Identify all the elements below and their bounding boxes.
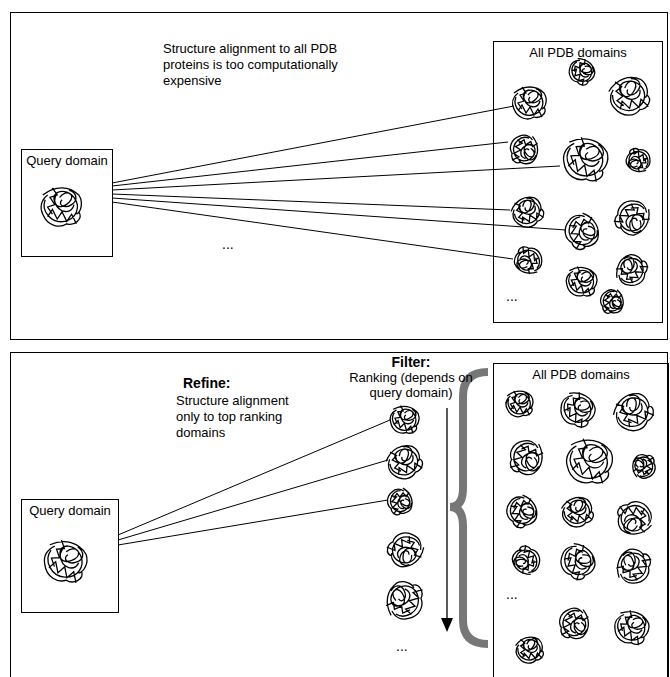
query-box: Query domain	[21, 499, 119, 613]
box-label: All PDB domains	[494, 367, 668, 383]
box-label: Query domain	[22, 153, 112, 169]
step-text: Structure alignment only to top ranking …	[176, 393, 311, 441]
panel-frame: Refine: Structure alignment only to top r…	[10, 352, 668, 677]
step-heading: Filter:	[341, 354, 481, 370]
alignment-lines	[112, 106, 566, 545]
database-box: All PDB domains	[493, 41, 663, 323]
ellipsis-label: ...	[506, 586, 518, 602]
panel-frame: Structure alignment to all PDB proteins …	[10, 12, 668, 340]
step-heading: Refine:	[183, 375, 253, 391]
database-box: All PDB domains	[493, 363, 669, 677]
ellipsis-label: ...	[396, 638, 408, 654]
bracket	[450, 372, 488, 644]
caption-text: Structure alignment to all PDB proteins …	[163, 41, 341, 89]
ellipsis-label: ...	[222, 236, 234, 252]
box-label: All PDB domains	[494, 45, 662, 61]
step-text: Ranking (depends on query domain)	[341, 370, 481, 400]
box-label: Query domain	[22, 503, 118, 519]
ellipsis-label: ...	[506, 288, 518, 304]
ranking-arrow	[441, 408, 453, 632]
query-box: Query domain	[21, 149, 113, 257]
